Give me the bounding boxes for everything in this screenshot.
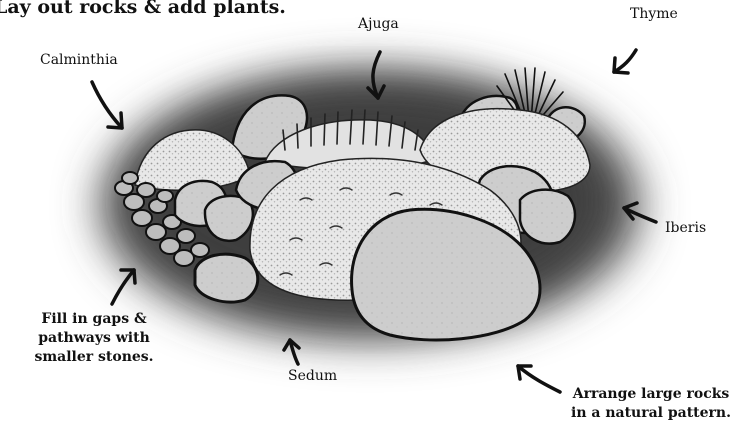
label-ajuga: Ajuga (358, 16, 399, 32)
label-sedum: Sedum (288, 368, 337, 384)
instruction-heading: Lay out rocks & add plants. (0, 0, 286, 18)
label-calminthia: Calminthia (40, 52, 118, 68)
label-iberis: Iberis (665, 220, 706, 236)
label-fill-gaps: Fill in gaps & pathways with smaller sto… (28, 310, 160, 367)
label-thyme: Thyme (630, 6, 678, 22)
label-arrange-rocks: Arrange large rocks in a natural pattern… (566, 385, 736, 423)
